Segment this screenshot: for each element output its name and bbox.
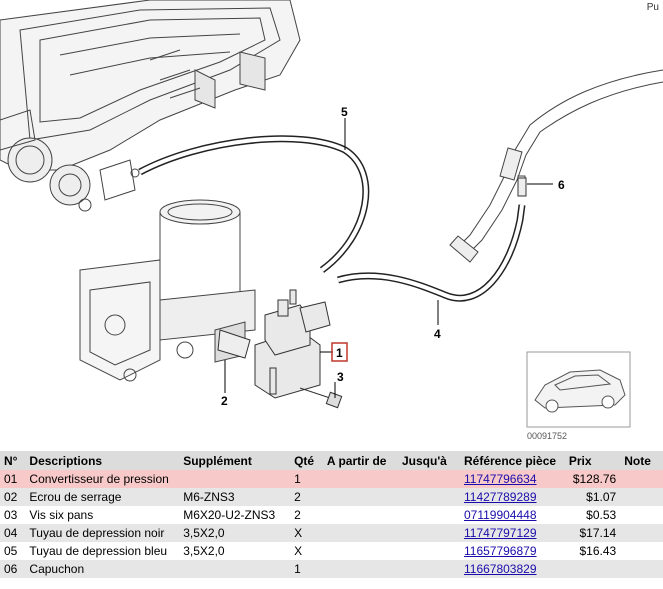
cell-description: Tuyau de depression bleu — [25, 542, 180, 560]
part-reference-link[interactable]: 11657796879 — [463, 544, 537, 558]
cell-price: $17.14 — [564, 524, 621, 542]
table-row[interactable]: 05 Tuyau de depression bleu 3,5X2,0 X 11… — [0, 542, 663, 560]
cell-qty: 2 — [290, 506, 323, 524]
cell-from — [322, 542, 398, 560]
cell-description: Ecrou de serrage — [25, 488, 180, 506]
corner-label: Pu — [646, 2, 659, 13]
cell-price: $16.43 — [564, 542, 621, 560]
col-header-description: Descriptions — [25, 451, 180, 470]
col-header-qty: Qté — [290, 451, 323, 470]
parts-diagram: 5 4 1 2 3 6 00091752 — [0, 0, 663, 441]
part-reference-link[interactable]: 11427789289 — [463, 490, 537, 504]
cell-from — [322, 506, 398, 524]
cell-qty: 1 — [290, 470, 323, 488]
cell-reference: 11657796879 — [459, 542, 565, 560]
callout-3: 3 — [337, 370, 344, 384]
cell-from — [322, 560, 398, 578]
cell-note — [620, 506, 663, 524]
cell-price: $128.76 — [564, 470, 621, 488]
cell-no: 02 — [0, 488, 26, 506]
throttle-housing-illustration — [79, 199, 256, 382]
cell-from — [322, 524, 398, 542]
cell-reference: 11427789289 — [459, 488, 565, 506]
car-thumbnail[interactable] — [526, 351, 631, 428]
cell-reference: 11747796634 — [459, 470, 565, 488]
col-header-from: A partir de — [322, 451, 398, 470]
cell-supplement: 3,5X2,0 — [179, 524, 291, 542]
col-header-to: Jusqu'à — [397, 451, 460, 470]
table-row[interactable]: 04 Tuyau de depression noir 3,5X2,0 X 11… — [0, 524, 663, 542]
callout-1-box — [331, 342, 348, 362]
cell-note — [620, 560, 663, 578]
cell-note — [620, 470, 663, 488]
cell-price: $1.07 — [564, 488, 621, 506]
engine-block-illustration — [0, 0, 301, 212]
cell-description: Convertisseur de pression — [25, 470, 180, 488]
table-header-row: N° Descriptions Supplément Qté A partir … — [0, 451, 663, 470]
table-row[interactable]: 03 Vis six pans M6X20-U2-ZNS3 2 07119904… — [0, 506, 663, 524]
cell-qty: 1 — [290, 560, 323, 578]
col-header-price: Prix — [564, 451, 621, 470]
callout-4: 4 — [434, 327, 441, 341]
cell-to — [397, 542, 460, 560]
table-row[interactable]: 06 Capuchon 1 11667803829 — [0, 560, 663, 578]
col-header-reference: Référence pièce — [459, 451, 565, 470]
cap-illustration — [517, 177, 527, 197]
table-row[interactable]: 01 Convertisseur de pression 1 117477966… — [0, 470, 663, 488]
cell-to — [397, 506, 460, 524]
cell-to — [397, 524, 460, 542]
cell-price — [564, 560, 621, 578]
hose-4-illustration — [337, 204, 526, 302]
callout-1: 1 — [336, 346, 343, 360]
cell-qty: X — [290, 524, 323, 542]
cell-supplement: M6-ZNS3 — [179, 488, 291, 506]
cell-description: Vis six pans — [25, 506, 180, 524]
thumbnail-caption: 00091752 — [527, 431, 567, 441]
cell-from — [322, 488, 398, 506]
col-header-no: N° — [0, 451, 26, 470]
cell-reference: 11667803829 — [459, 560, 565, 578]
cell-price: $0.53 — [564, 506, 621, 524]
cell-no: 01 — [0, 470, 26, 488]
table-row[interactable]: 02 Ecrou de serrage M6-ZNS3 2 1142778928… — [0, 488, 663, 506]
cell-note — [620, 488, 663, 506]
pressure-converter-illustration — [254, 289, 331, 399]
part-reference-link[interactable]: 11747797129 — [463, 526, 537, 540]
cell-from — [322, 470, 398, 488]
cell-supplement — [179, 560, 291, 578]
callout-6: 6 — [558, 178, 565, 192]
cell-note — [620, 542, 663, 560]
part-reference-link[interactable]: 11667803829 — [463, 562, 537, 576]
cell-no: 06 — [0, 560, 26, 578]
cell-supplement — [179, 470, 291, 488]
cell-to — [397, 488, 460, 506]
vacuum-line-illustration — [449, 69, 663, 263]
cell-reference: 11747797129 — [459, 524, 565, 542]
callout-5: 5 — [341, 105, 348, 119]
cell-note — [620, 524, 663, 542]
bolt-illustration — [299, 387, 343, 409]
col-header-note: Note — [620, 451, 663, 470]
cell-no: 03 — [0, 506, 26, 524]
cell-no: 05 — [0, 542, 26, 560]
part-reference-link[interactable]: 07119904448 — [463, 508, 537, 522]
cell-supplement: 3,5X2,0 — [179, 542, 291, 560]
callout-2: 2 — [221, 394, 228, 408]
col-header-supplement: Supplément — [179, 451, 291, 470]
cell-to — [397, 560, 460, 578]
cell-qty: 2 — [290, 488, 323, 506]
cell-no: 04 — [0, 524, 26, 542]
cell-to — [397, 470, 460, 488]
cell-reference: 07119904448 — [459, 506, 565, 524]
cell-description: Tuyau de depression noir — [25, 524, 180, 542]
cell-description: Capuchon — [25, 560, 180, 578]
part-reference-link[interactable]: 11747796634 — [463, 472, 537, 486]
cell-qty: X — [290, 542, 323, 560]
parts-table: N° Descriptions Supplément Qté A partir … — [0, 451, 663, 578]
cell-supplement: M6X20-U2-ZNS3 — [179, 506, 291, 524]
bracket-illustration — [217, 329, 251, 359]
